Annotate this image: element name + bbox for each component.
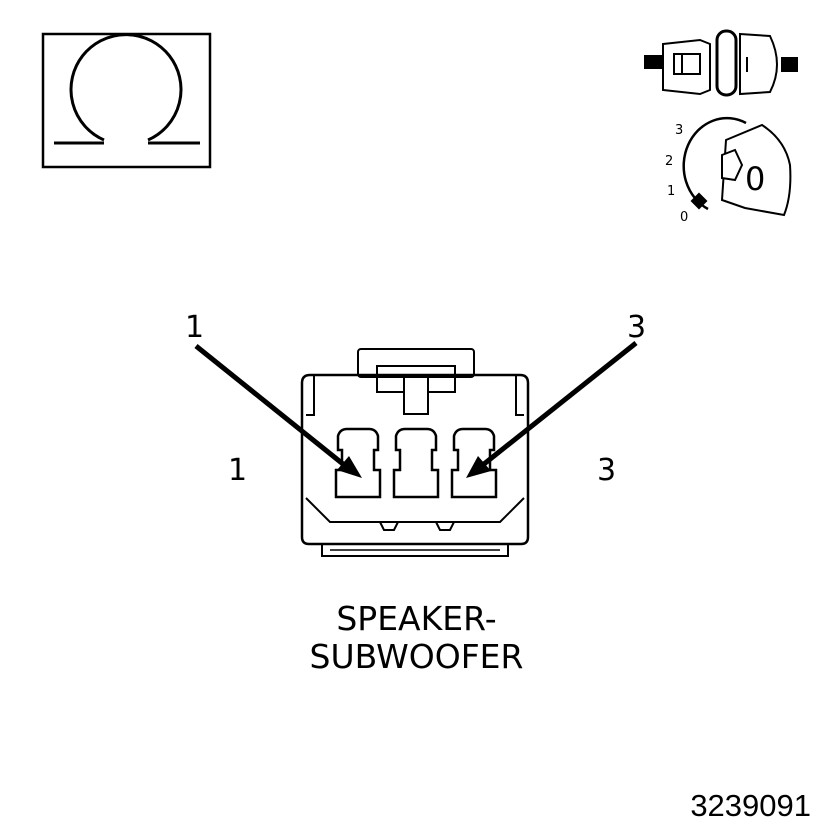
figure-number: 3239091 [690, 788, 811, 823]
pin-1-label: 1 [228, 453, 248, 488]
ignition-position-1: 1 [667, 184, 676, 199]
connector-face [300, 348, 530, 557]
pin-1-arrow [194, 344, 362, 478]
pin-cavity-3 [450, 427, 498, 499]
ignition-position-2: 2 [665, 154, 674, 169]
pin-3-callout: 3 [627, 310, 647, 345]
ignition-key-label: 0 [745, 160, 766, 198]
pin-3-label: 3 [597, 453, 617, 488]
connector-disconnected-icon [644, 29, 798, 97]
pin-cavity-2 [392, 427, 440, 499]
pin-1-callout: 1 [185, 310, 205, 345]
ignition-position-3: 3 [675, 123, 684, 138]
pin-cavity-1 [334, 427, 382, 499]
ignition-key-icon [682, 116, 792, 217]
connector-name-line-2: SUBWOOFER [309, 637, 524, 676]
pin-3-arrow [466, 341, 638, 478]
ohm-icon [41, 32, 212, 169]
ignition-position-0: 0 [680, 210, 689, 225]
connector-name-line-1: SPEAKER- [336, 599, 497, 638]
